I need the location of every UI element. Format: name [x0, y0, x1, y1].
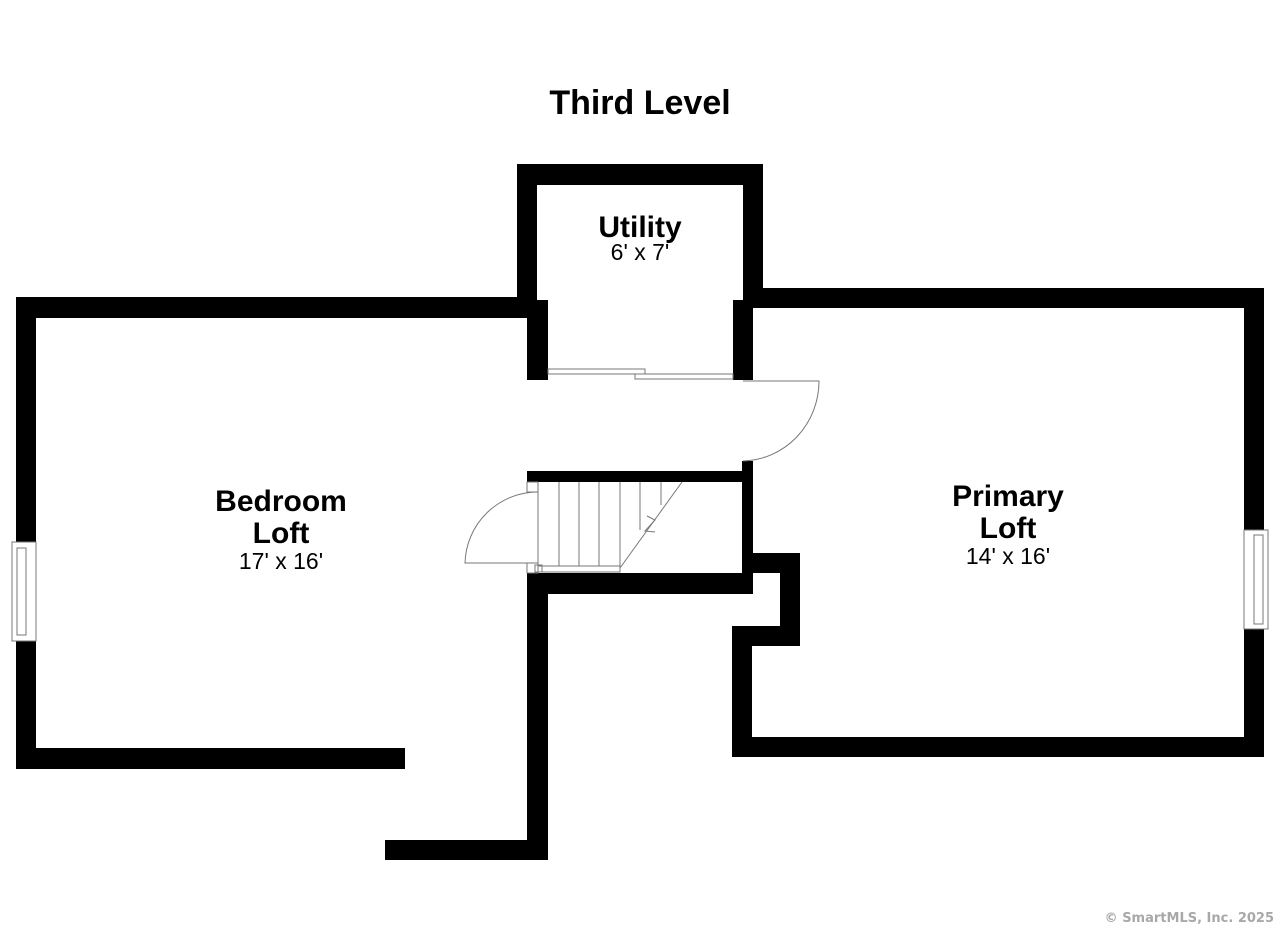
swing-door-stairs: [464, 491, 539, 564]
wall-primary-left-lower: [732, 626, 752, 757]
room-utility: Utility 6' x 7': [537, 211, 743, 266]
window-bedroom-left: [11, 541, 37, 642]
sliding-door-left: [547, 368, 646, 375]
wall-bedroom-left-upper: [16, 297, 36, 542]
room-dimensions: 6' x 7': [610, 239, 670, 265]
wall-primary-top: [743, 288, 1264, 308]
page-title: Third Level: [549, 84, 731, 122]
wall-hall-left: [527, 573, 548, 860]
room-dimensions: 17' x 16': [238, 548, 324, 574]
room-name-line1: Primary: [952, 480, 1064, 513]
wall-stair-bottom: [527, 573, 753, 594]
wall-primary-left-mid: [742, 461, 753, 591]
room-dimensions: 14' x 16': [965, 543, 1051, 569]
wall-closet-right: [780, 553, 800, 646]
room-name-line2: Loft: [252, 517, 310, 550]
swing-door-primary: [742, 380, 820, 462]
wall-stair-top: [527, 471, 753, 482]
wall-utility-right: [743, 164, 763, 308]
wall-bedroom-top: [16, 297, 530, 318]
wall-hall-bottom: [385, 840, 548, 860]
room-name-line2: Loft: [979, 512, 1037, 545]
copyright-notice: © SmartMLS, Inc. 2025: [1104, 911, 1274, 926]
wall-primary-right-upper: [1244, 288, 1264, 530]
wall-primary-right-lower: [1244, 629, 1264, 757]
wall-utility-left-lower: [527, 300, 548, 380]
wall-utility-left: [517, 164, 537, 309]
room-name-line1: Bedroom: [215, 485, 347, 518]
wall-bedroom-left-lower: [16, 641, 36, 769]
wall-primary-bottom: [732, 737, 1264, 757]
wall-utility-right-lower: [733, 300, 753, 380]
sliding-door-right: [634, 373, 734, 380]
room-name: Utility: [598, 211, 682, 244]
window-primary-right: [1243, 529, 1269, 630]
room-bedroom-loft: Bedroom Loft 17' x 16': [181, 485, 381, 575]
room-primary-loft: Primary Loft 14' x 16': [908, 480, 1108, 570]
wall-bedroom-bottom: [16, 748, 405, 769]
wall-utility-top: [517, 164, 763, 185]
wall-closet-bottom: [732, 626, 800, 646]
